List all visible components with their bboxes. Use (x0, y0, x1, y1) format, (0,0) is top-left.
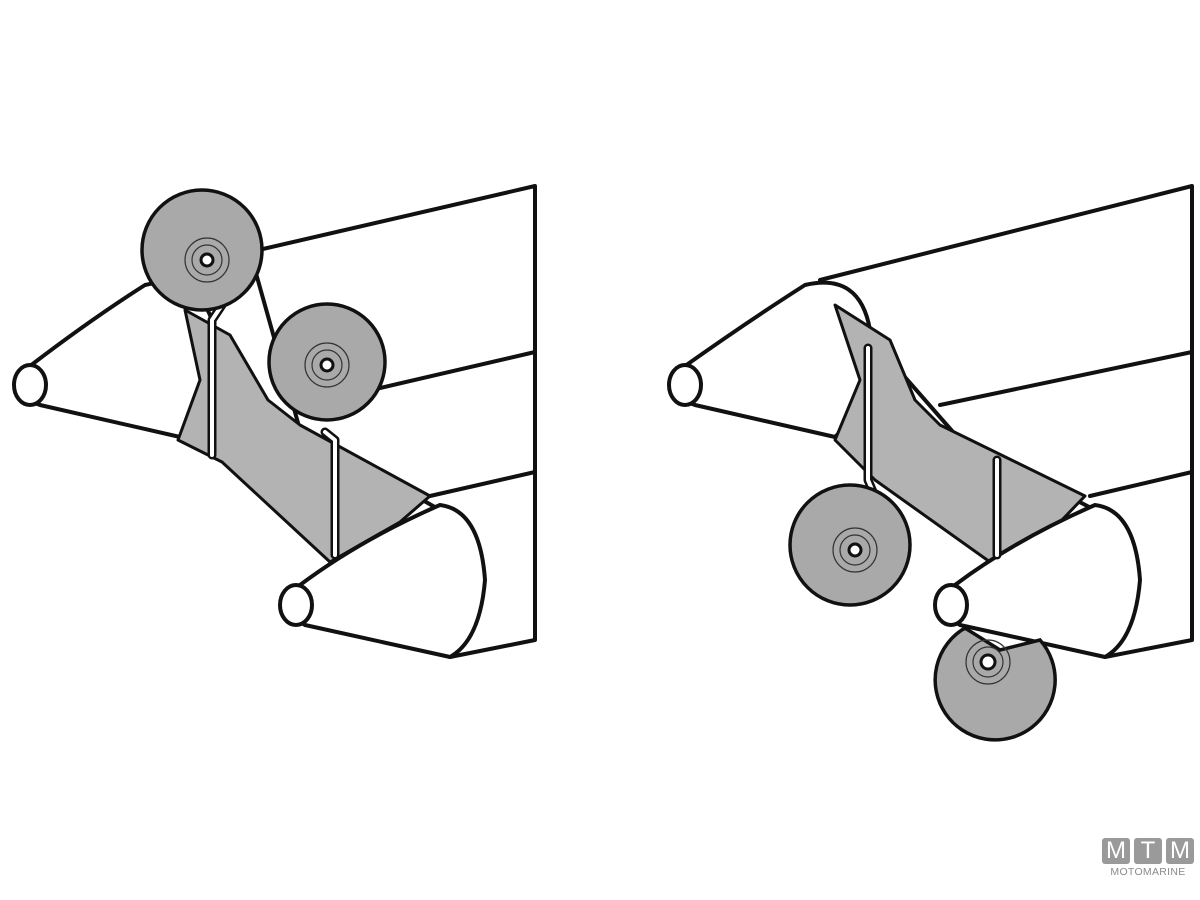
panel-wheels-lowered (667, 184, 1194, 742)
logo-letter: M (1102, 838, 1130, 864)
wheel-upper (140, 188, 264, 312)
wheel-lower (933, 625, 1057, 742)
upper-tube (667, 280, 873, 439)
logo-letter: T (1134, 838, 1162, 864)
lower-tube (278, 503, 487, 659)
lower-tube (933, 503, 1142, 659)
panel-wheels-raised (12, 184, 537, 659)
logo-subtitle: MOTOMARINE (1110, 866, 1186, 878)
motomarine-logo: M T M MOTOMARINE (1100, 838, 1196, 878)
wheel-upper (788, 483, 912, 607)
wheel-lower (267, 302, 387, 422)
logo-letters: M T M (1100, 838, 1196, 864)
logo-letter: M (1166, 838, 1194, 864)
